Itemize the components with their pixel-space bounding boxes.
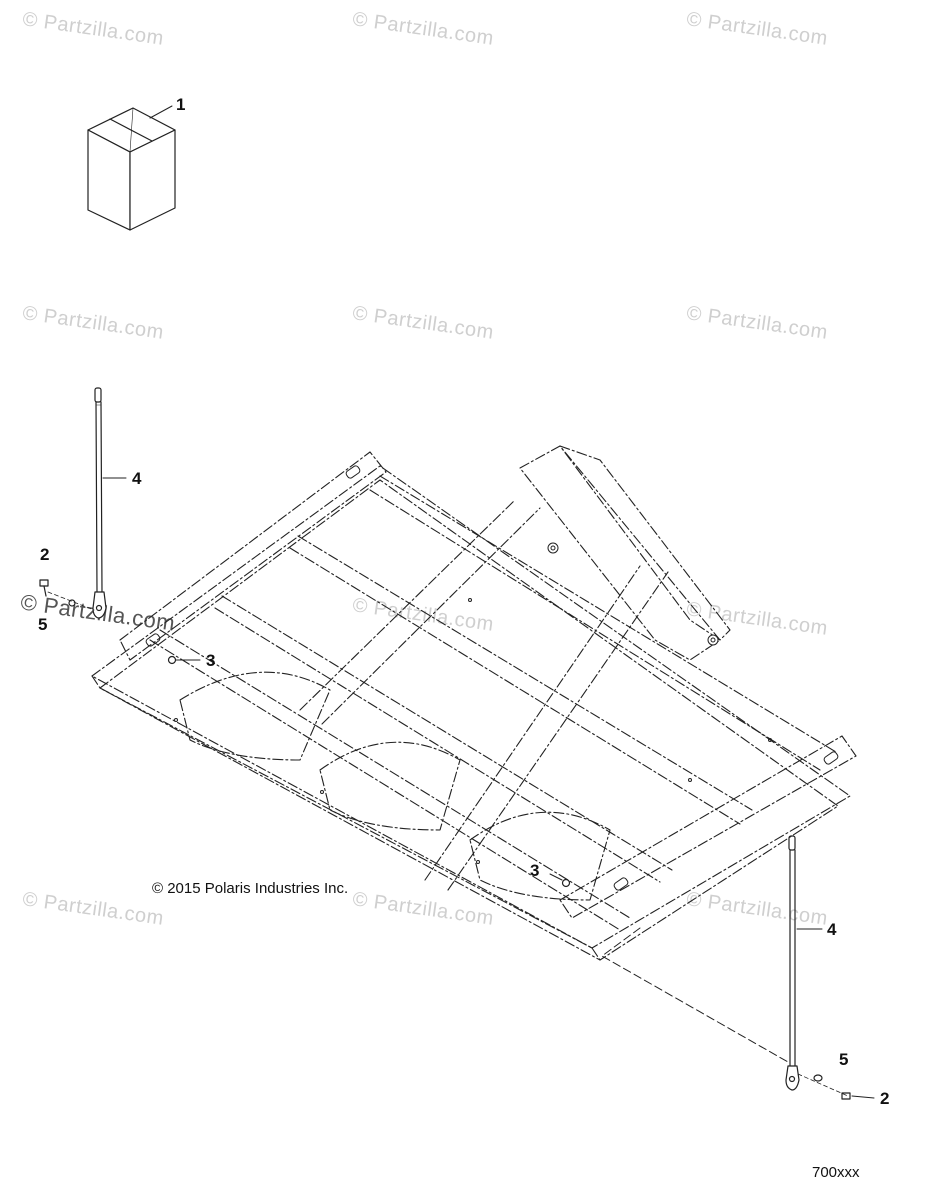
callout-4-left: 4 (132, 469, 142, 488)
diagram-code: 700xxx (812, 1164, 860, 1181)
callout-4-right: 4 (827, 920, 837, 939)
callout-5-left: 5 (38, 615, 48, 634)
copyright-notice: © 2015 Polaris Industries Inc. (152, 880, 349, 897)
callout-3-right: 3 (530, 861, 540, 880)
callout-2-right: 2 (880, 1089, 890, 1108)
callout-1: 1 (176, 95, 186, 114)
bolt-right (797, 1073, 875, 1100)
support-rod-left (92, 387, 107, 619)
leader-line (149, 105, 173, 119)
cargo-bed-frame (91, 445, 857, 961)
support-rod-right (785, 835, 800, 1091)
callout-2-left: 2 (40, 545, 50, 564)
callout-5-right: 5 (839, 1050, 849, 1069)
cargo-bed-details (145, 465, 839, 891)
bolt-left (39, 579, 95, 611)
kit-box (87, 107, 176, 231)
leader-line (549, 873, 563, 881)
callout-3-left: 3 (206, 651, 216, 670)
nut-right (561, 878, 571, 888)
nut-left (167, 655, 177, 665)
phantom-line (601, 927, 789, 1063)
